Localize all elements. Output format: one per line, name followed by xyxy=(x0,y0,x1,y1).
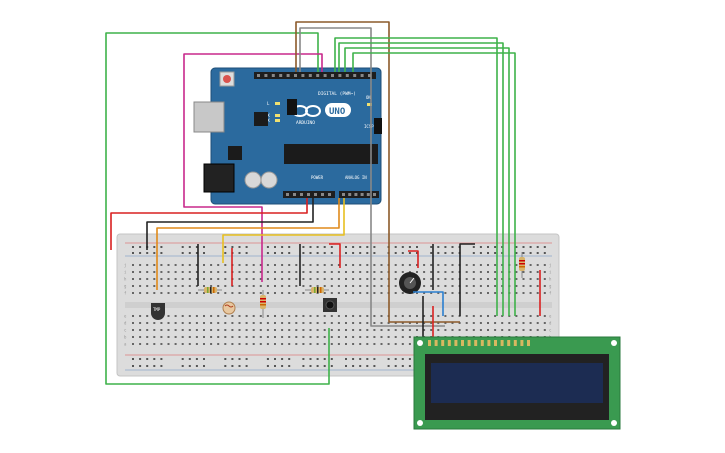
wire-green-lcd-3 xyxy=(344,47,510,316)
analog-label: ANALOG IN xyxy=(345,175,367,180)
resistor-4 xyxy=(519,252,525,278)
icsp-label: ICSP xyxy=(364,124,374,129)
lcd-display xyxy=(413,336,621,430)
temp-sensor-label: TMP xyxy=(153,307,161,312)
row-letter-j: j xyxy=(549,263,551,268)
wire-green-lcd-4 xyxy=(352,52,516,316)
lcd-screen xyxy=(431,363,603,403)
row-letter-a: a xyxy=(124,342,127,347)
power-label: POWER xyxy=(311,175,324,180)
wire-orange-a0 xyxy=(156,198,340,290)
wire-magenta xyxy=(183,53,323,282)
wire-green-lcd-1 xyxy=(334,37,498,316)
arduino-uno-board: DIGITAL (PWM~) ARDUINO UNO L TX RX ON IC… xyxy=(193,67,382,205)
wire-brown xyxy=(295,21,460,323)
wire-red-3 xyxy=(408,250,419,268)
row-letter-j: j xyxy=(124,263,126,268)
row-letter-g: g xyxy=(549,284,552,289)
wire-black-gnd xyxy=(146,198,314,250)
row-letter-d: d xyxy=(549,321,552,326)
analog-header xyxy=(339,191,379,198)
power-jack xyxy=(203,163,235,193)
row-letter-g: g xyxy=(124,284,127,289)
wire-green-lcd-2 xyxy=(338,42,504,316)
resistor-2 xyxy=(260,290,266,318)
wires xyxy=(105,21,541,385)
row-letter-i: i xyxy=(549,270,552,275)
led-label-on: ON xyxy=(366,95,371,100)
brand-label: ARDUINO xyxy=(296,120,315,126)
row-letter-h: h xyxy=(124,277,127,282)
wire-yellow-a1 xyxy=(222,198,345,263)
wire-green-outer xyxy=(105,32,330,385)
row-letter-e: e xyxy=(549,314,552,319)
wire-red-2 xyxy=(329,243,341,268)
row-letter-d: d xyxy=(124,321,127,326)
row-letter-e: e xyxy=(124,314,127,319)
wire-red-5v xyxy=(110,198,308,250)
row-letter-f: f xyxy=(549,291,552,296)
temperature-sensor: TMP xyxy=(151,303,165,320)
wire-black-4 xyxy=(459,243,475,316)
resistor-1 xyxy=(198,287,222,293)
reset-button[interactable] xyxy=(223,75,231,83)
row-letter-c: c xyxy=(549,328,552,333)
usb-port xyxy=(193,101,225,133)
row-letter-f: f xyxy=(124,291,127,296)
digital-label: DIGITAL (PWM~) xyxy=(318,91,356,97)
resistor-3 xyxy=(305,287,329,293)
atmega-chip xyxy=(284,144,378,164)
wire-blue xyxy=(413,291,444,316)
model-label: UNO xyxy=(329,107,346,117)
row-letter-i: i xyxy=(124,270,127,275)
push-button[interactable] xyxy=(323,298,337,312)
wire-gray xyxy=(299,27,445,327)
digital-header xyxy=(254,72,376,79)
photoresistor xyxy=(222,301,236,315)
led-label-l: L xyxy=(267,101,270,106)
row-letter-c: c xyxy=(124,328,127,333)
row-letter-h: h xyxy=(549,277,552,282)
potentiometer[interactable] xyxy=(399,272,421,294)
row-letter-b: b xyxy=(124,335,127,340)
